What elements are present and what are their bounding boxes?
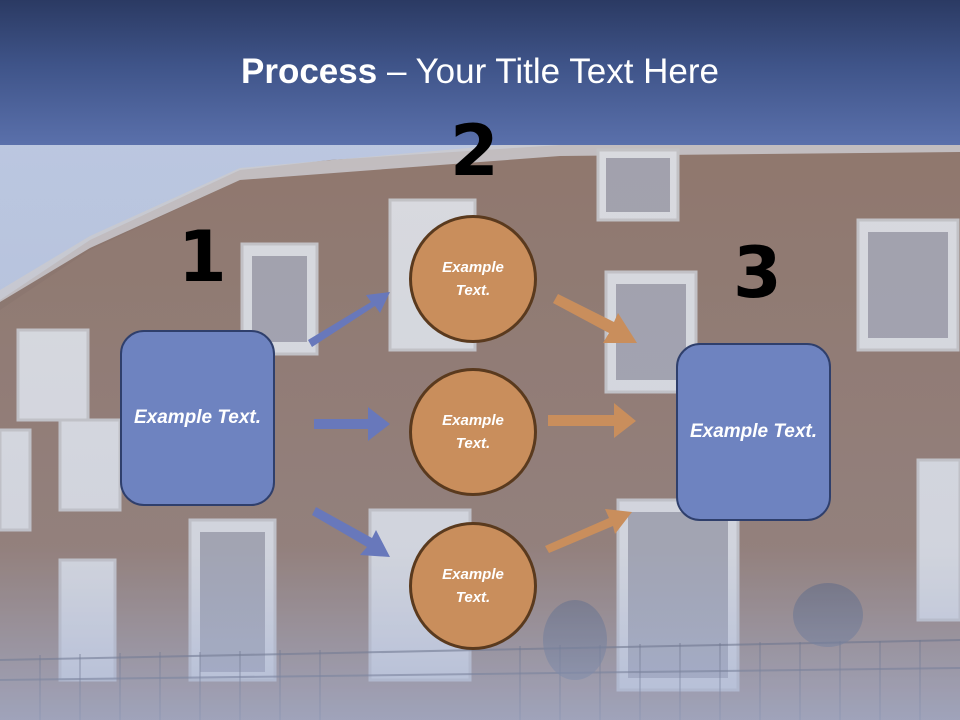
step-number-1: 1: [178, 216, 227, 298]
circle-bottom-text: Example Text.: [442, 565, 504, 606]
circle-top-text: Example Text.: [442, 258, 504, 299]
step-3-box-text: Example Text.: [689, 420, 818, 442]
step-number-3: 3: [733, 232, 782, 314]
step-2-circle-bottom: Example Text.: [409, 522, 537, 650]
step-number-2: 2: [450, 110, 499, 192]
title-banner: [0, 0, 960, 145]
step-3-box: Example Text.: [676, 343, 831, 521]
step-2-circle-top: Example Text.: [409, 215, 537, 343]
slide-title: Process – Your Title Text Here: [0, 52, 960, 92]
circle-middle-text: Example Text.: [442, 411, 504, 452]
title-rest: – Your Title Text Here: [377, 52, 719, 91]
title-bold: Process: [241, 52, 378, 91]
step-1-box: Example Text.: [120, 330, 275, 506]
step-2-circle-middle: Example Text.: [409, 368, 537, 496]
step-1-box-text: Example Text.: [133, 406, 262, 428]
